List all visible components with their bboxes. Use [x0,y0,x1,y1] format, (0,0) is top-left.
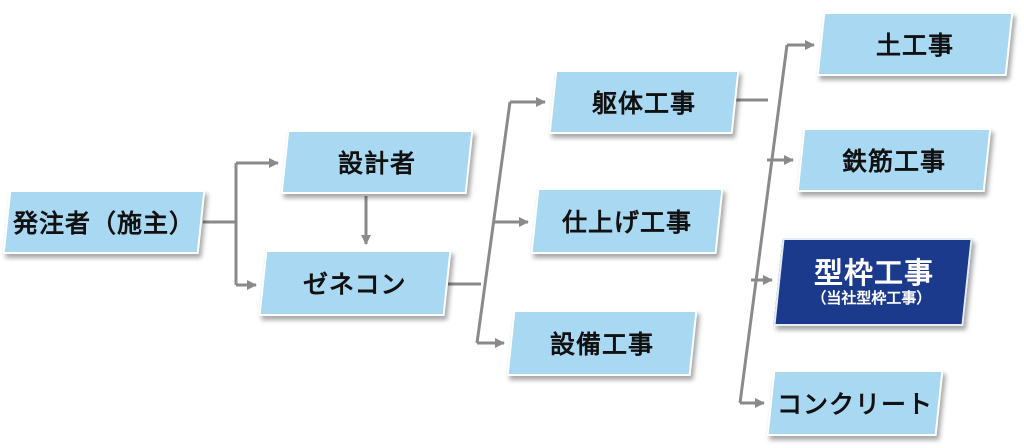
node-designer-label: 設計者 [337,149,416,178]
node-rebar-work-label: 鉄筋工事 [841,147,946,176]
node-concrete-label: コンクリート [776,390,933,419]
node-client-label: 発注者（施主） [12,209,195,238]
node-client: 発注者（施主） [2,190,206,254]
node-finishing-work-label: 仕上げ工事 [561,208,692,237]
node-earth-work: 土工事 [816,12,1014,76]
connector-structural-branch [733,44,789,404]
connector-client-branch [203,163,238,285]
node-equipment-work-label: 設備工事 [549,330,654,359]
node-equipment-work: 設備工事 [506,310,698,376]
node-formwork-note: （当社型枠工事） [811,289,932,307]
node-designer: 設計者 [280,130,474,194]
node-rebar-work: 鉄筋工事 [796,128,992,192]
node-structural-work: 躯体工事 [548,70,740,134]
node-finishing-work: 仕上げ工事 [530,188,724,254]
node-general-contractor: ゼネコン [258,250,452,316]
node-earth-work-label: 土工事 [875,31,954,60]
node-general-contractor-label: ゼネコン [303,270,407,299]
node-formwork-label: 型枠工事 [813,256,934,290]
node-concrete: コンクリート [766,370,944,436]
node-formwork: 型枠工事 （当社型枠工事） [773,238,973,326]
node-structural-work-label: 躯体工事 [591,89,696,118]
